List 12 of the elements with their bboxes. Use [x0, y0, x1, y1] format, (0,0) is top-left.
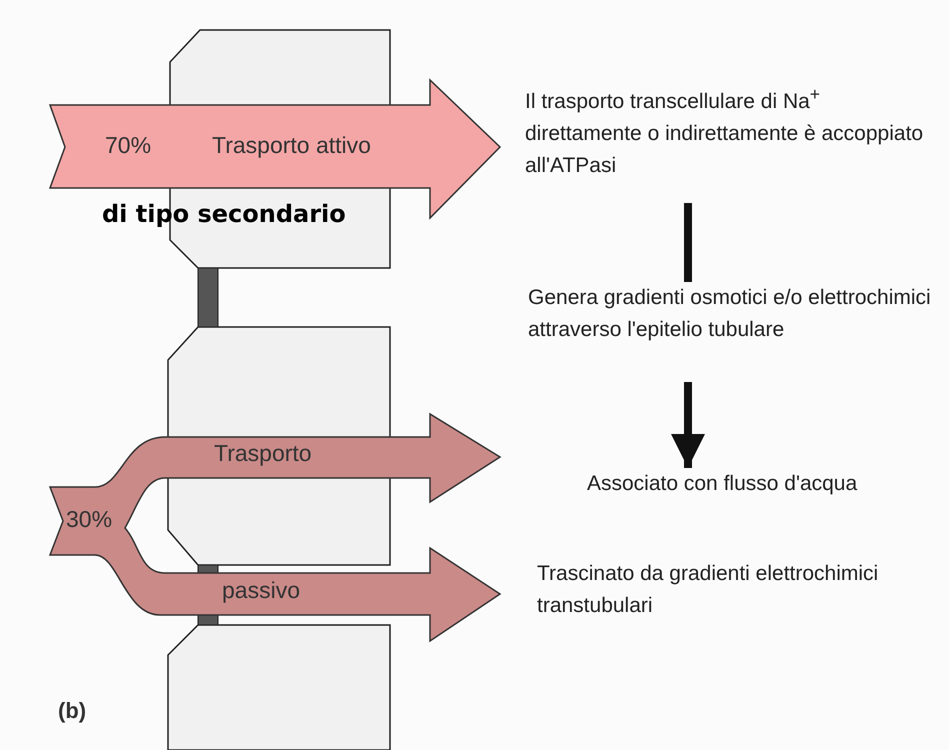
- arrow-label: Trasporto: [214, 440, 312, 467]
- description-text: Genera gradienti osmotici e/o elettrochimici attraverso l'epitelio tubulare: [528, 282, 943, 382]
- arrow-label: passivo: [222, 577, 300, 604]
- arrow: [671, 382, 705, 468]
- description-text: Trascinato da gradienti elettrochimici transtubulari: [537, 558, 937, 626]
- description-text: Associato con flusso d'acqua: [587, 468, 887, 536]
- connector-line: [684, 203, 692, 282]
- percentage-label: 70%: [105, 132, 152, 159]
- panel-label: (b): [58, 698, 86, 724]
- description-text: Il trasporto transcellulare di Na$^{+}$ direttamente o indirettamente è accoppiato all'ATPasi: [525, 78, 940, 203]
- percentage-label: 30%: [66, 506, 112, 533]
- arrow-label: Trasporto attivo: [212, 132, 371, 159]
